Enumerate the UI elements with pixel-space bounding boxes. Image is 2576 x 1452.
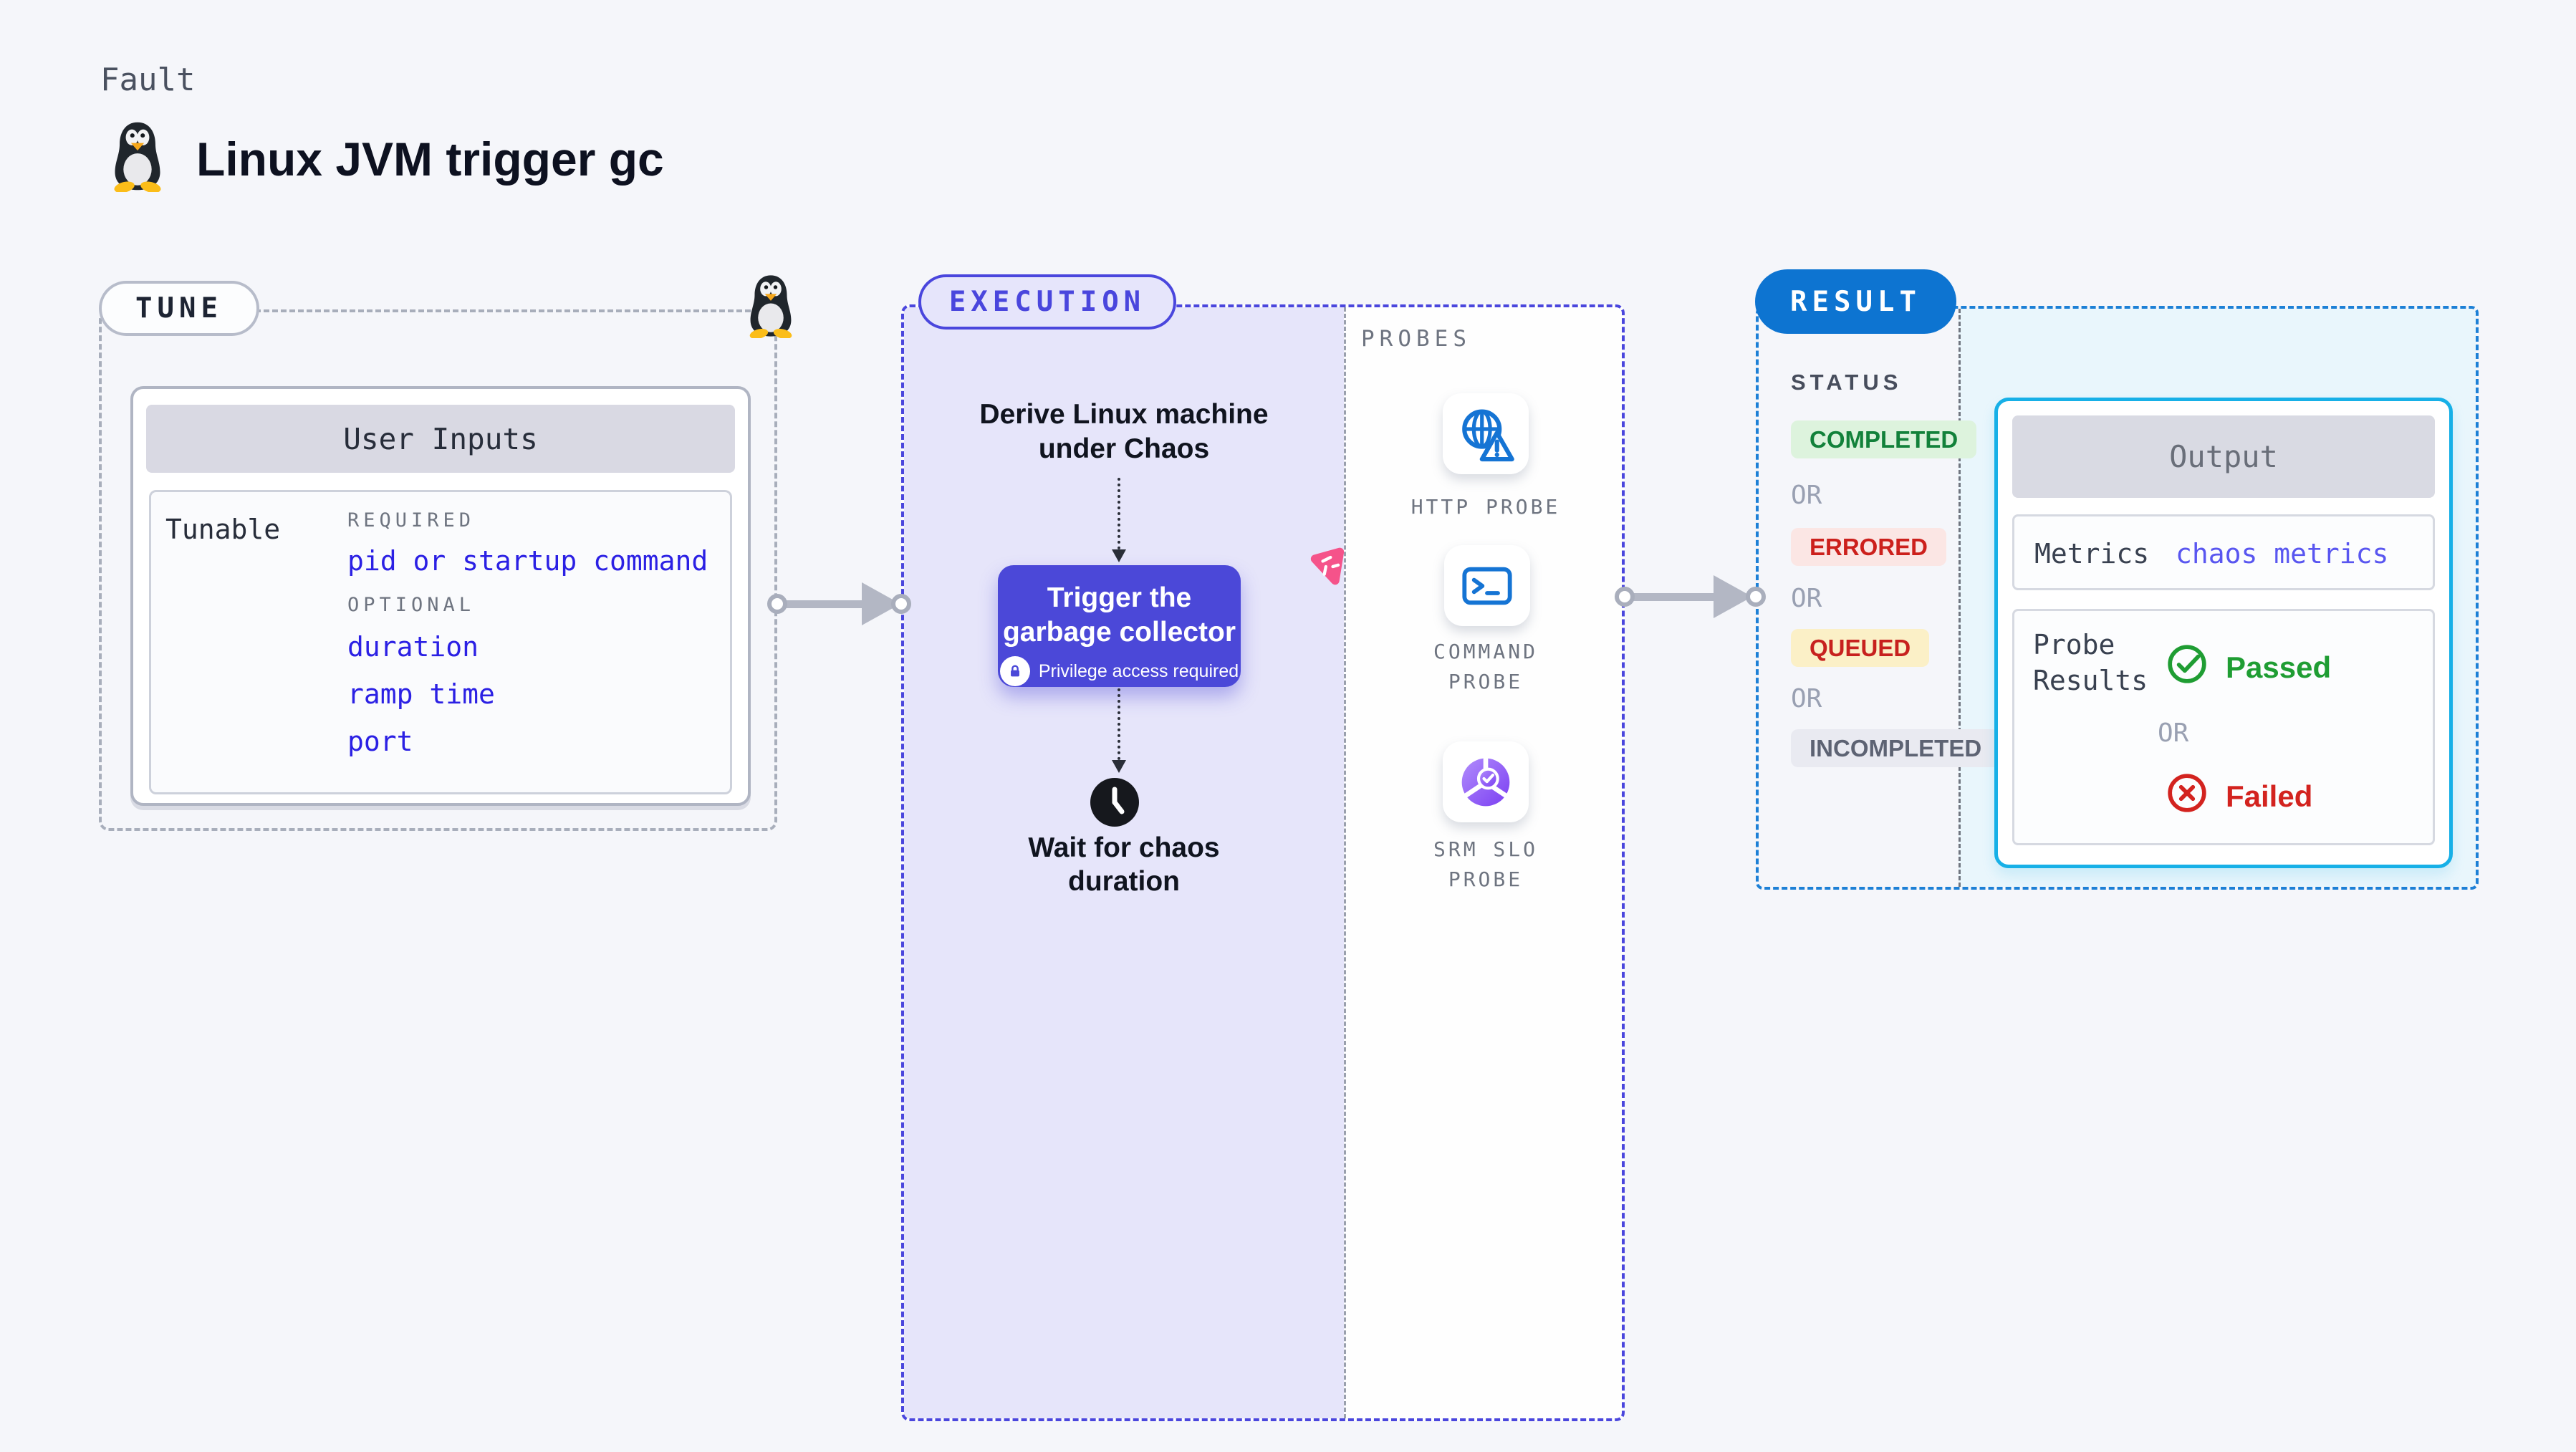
failed-label: Failed [2226, 779, 2313, 813]
command-probe-card[interactable] [1444, 545, 1530, 626]
probe-results-row: Probe Results Passed OR Failed [2012, 609, 2435, 845]
execution-section-box: Derive Linux machine under Chaos Trigger… [901, 304, 1625, 1421]
dotted-connector [1118, 478, 1120, 549]
trigger-gc-node[interactable]: Trigger the garbage collector Privilege … [998, 547, 1345, 687]
status-badge-queued: QUEUED [1791, 629, 1930, 667]
user-inputs-header: User Inputs [146, 405, 735, 473]
connector-dot [1615, 587, 1635, 607]
penguin-icon [114, 122, 161, 192]
status-badge-incompleted: INCOMPLETED [1791, 729, 2001, 767]
flow-arrow-2 [1631, 593, 1716, 601]
status-badge-completed: COMPLETED [1791, 420, 1977, 458]
output-header: Output [2012, 415, 2435, 498]
tunable-link-duration[interactable]: duration [347, 631, 479, 663]
flow-arrow-1 [784, 600, 864, 608]
penguin-corner-icon [749, 275, 792, 338]
dotted-connector [1118, 688, 1120, 760]
page-title: Linux JVM trigger gc [196, 133, 664, 186]
lock-icon [999, 656, 1030, 686]
srm-slo-probe-icon [1461, 756, 1510, 806]
fault-kicker: Fault [100, 62, 196, 98]
metrics-value-link[interactable]: chaos metrics [2176, 538, 2389, 569]
command-probe-icon [1462, 567, 1512, 605]
tunable-row-label: Tunable [165, 514, 281, 545]
passed-label: Passed [2226, 650, 2332, 684]
http-probe-icon [1462, 408, 1514, 461]
privilege-note: Privilege access required [1038, 660, 1239, 681]
chaos-icon [1310, 547, 1345, 585]
status-divider [1959, 309, 1961, 887]
connector-dot [891, 594, 911, 614]
or-separator: OR [1791, 684, 1822, 713]
execution-badge[interactable]: EXECUTION [918, 274, 1176, 330]
connector-dot [767, 594, 787, 614]
tunable-link-pid[interactable]: pid or startup command [347, 545, 708, 577]
tunables-panel: Tunable REQUIRED pid or startup command … [149, 490, 732, 794]
optional-label: OPTIONAL [347, 594, 476, 616]
connector-dot [1746, 587, 1766, 607]
execution-flow-zone: Derive Linux machine under Chaos Trigger… [904, 307, 1345, 1418]
derive-machine-step: Derive Linux machine under Chaos [979, 399, 1269, 464]
passed-check-icon [2168, 645, 2206, 683]
probe-results-label: Probe Results [2033, 629, 2148, 696]
wait-duration-step: Wait for chaos duration [1028, 832, 1220, 897]
dotted-connector-head [1112, 760, 1126, 773]
user-inputs-card: User Inputs Tunable REQUIRED pid or star… [130, 386, 751, 806]
metrics-label: Metrics [2034, 538, 2150, 569]
status-label: STATUS [1791, 370, 1903, 395]
tunable-link-ramp-time[interactable]: ramp time [347, 678, 495, 710]
http-probe-label: HTTP PROBE [1410, 495, 1561, 519]
srm-slo-probe-card[interactable] [1443, 741, 1529, 822]
status-badge-errored: ERRORED [1791, 528, 1947, 566]
failed-x-icon [2168, 774, 2206, 812]
result-section-box: STATUS COMPLETED OR ERRORED OR QUEUED OR… [1756, 306, 2479, 890]
dotted-connector-head [1112, 549, 1126, 562]
output-card: Output Metrics chaos metrics Probe Resul… [1994, 398, 2453, 868]
result-badge[interactable]: RESULT [1755, 269, 1956, 334]
tune-badge[interactable]: TUNE [99, 281, 259, 336]
clock-icon [1090, 777, 1140, 827]
tunable-link-port[interactable]: port [347, 726, 413, 757]
required-label: REQUIRED [347, 509, 476, 532]
http-probe-card[interactable] [1443, 393, 1529, 474]
or-separator: OR [1791, 481, 1822, 510]
or-separator: OR [2158, 718, 2189, 748]
command-probe-label: COMMAND PROBE [1433, 640, 1538, 693]
metrics-row: Metrics chaos metrics [2012, 514, 2435, 590]
tune-section-box [99, 309, 777, 831]
or-separator: OR [1791, 584, 1822, 613]
probes-section-label: PROBES [1361, 326, 1471, 352]
probes-divider [1344, 307, 1346, 1418]
srm-slo-probe-label: SRM SLO PROBE [1433, 837, 1538, 891]
